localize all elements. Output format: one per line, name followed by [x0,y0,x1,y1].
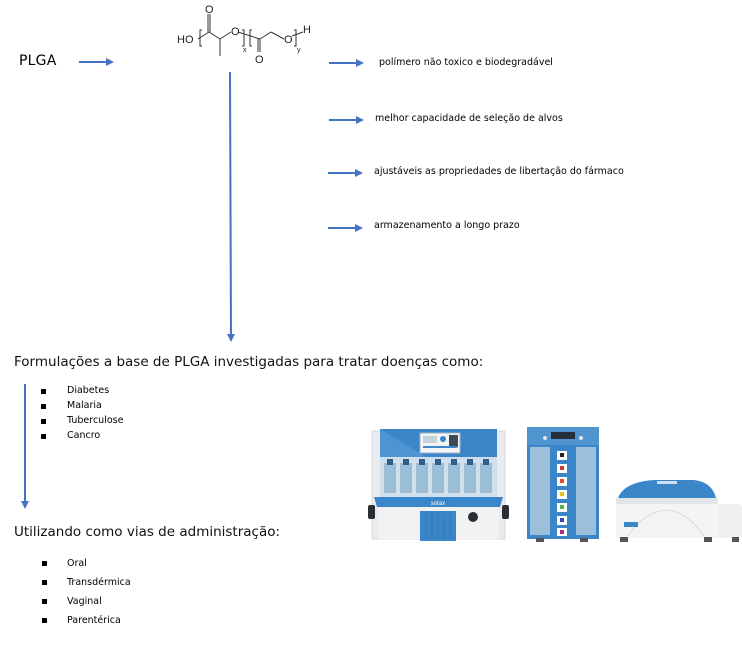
route-label: Parentérica [67,615,121,626]
bullet-icon [41,389,46,394]
brand-label: sotax [431,501,445,507]
bullet-icon [42,599,47,604]
disease-label: Malaria [67,400,102,411]
bullet-icon [41,404,46,409]
ester-o2-label: O [284,34,293,46]
disease-label: Tuberculose [67,415,124,426]
plga-molecule-structure: HO O O x O O H y [170,2,330,68]
property-item: melhor capacidade de seleção de alvos [375,113,563,124]
h-label: H [303,24,311,36]
property-item: ajustáveis as propriedades de libertação… [374,166,624,177]
ho-label: HO [177,34,194,46]
bullet-icon [41,434,46,439]
flow-through-cell-drawing [527,427,599,542]
structure-down-arrow [226,71,235,342]
route-label: Vaginal [67,596,102,607]
route-label: Transdérmica [67,577,131,588]
carbonyl-o2-label: O [255,54,264,66]
dissolution-tester-image: sotax [366,425,511,545]
flow-through-cell-image [526,425,600,543]
bullet-icon [42,561,47,566]
plga-label: PLGA [19,53,57,69]
bullet-icon [42,580,47,585]
route-label: Oral [67,558,87,569]
diseases-heading: Formulações a base de PLGA investigadas … [14,354,484,370]
bench-instrument-image [614,476,742,544]
molecule-drawing: HO O O x O O H y [177,4,311,66]
property-item: polímero não toxico e biodegradável [379,57,553,68]
carbonyl-o-label: O [205,4,214,16]
property-item: armazenamento a longo prazo [374,220,520,231]
subscript-x: x [243,47,247,54]
routes-heading: Utilizando como vias de administração: [14,524,281,540]
bullet-icon [41,419,46,424]
subscript-y: y [297,47,301,54]
ester-o-label: O [231,26,240,38]
disease-label: Diabetes [67,385,110,396]
bench-instrument-drawing [616,480,742,542]
bullet-icon [42,618,47,623]
disease-label: Cancro [67,430,101,441]
dissolution-tester-drawing: sotax [368,429,509,541]
